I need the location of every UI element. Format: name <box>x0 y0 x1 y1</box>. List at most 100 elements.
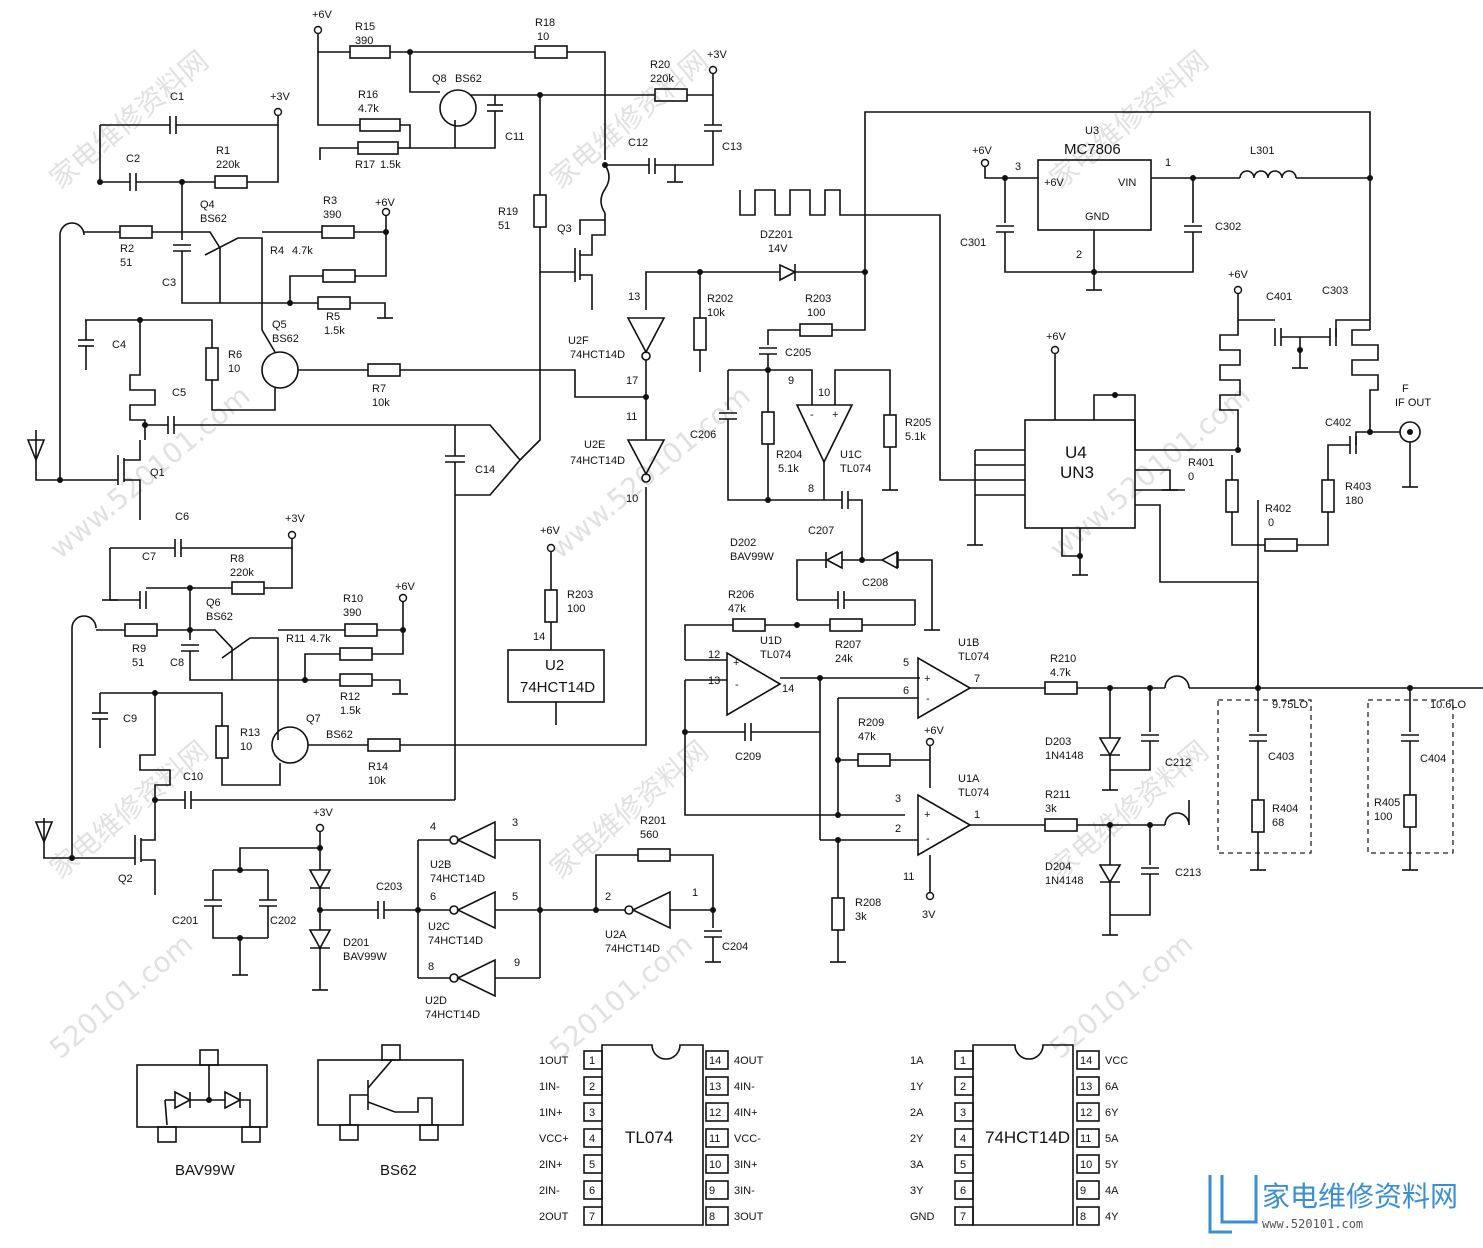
hct14-pin-label: 6Y <box>1105 1107 1119 1119</box>
svg-text:390: 390 <box>355 35 373 47</box>
svg-text:C303: C303 <box>1322 285 1348 297</box>
lo-outputs: R210 4.7k D203 1N4148 C212 R211 3k D2 <box>970 500 1483 936</box>
d202-c208: D202 BAV99W C208 <box>730 537 941 631</box>
svg-text:-: - <box>926 693 930 705</box>
svg-text:10k: 10k <box>372 397 390 409</box>
svg-text:BS62: BS62 <box>455 73 482 85</box>
lo975-box <box>1217 699 1312 854</box>
svg-text:+3V: +3V <box>313 807 334 819</box>
tl074-pin-box <box>583 1050 603 1070</box>
svg-text:BAV99W: BAV99W <box>730 551 774 563</box>
svg-text:TL074: TL074 <box>760 649 791 661</box>
resistor-r210 <box>1044 681 1078 695</box>
diode-d201-upper <box>308 869 332 890</box>
svg-text:R204: R204 <box>776 449 802 461</box>
tl074-pin-box <box>705 1154 729 1174</box>
tl074-pin-label: 4OUT <box>734 1055 764 1067</box>
package-bav99w: BAV99W <box>136 1049 268 1179</box>
svg-text:U1A: U1A <box>958 773 980 785</box>
svg-text:家电维修资料网: 家电维修资料网 <box>43 734 214 885</box>
svg-text:Q4: Q4 <box>200 199 215 211</box>
svg-text:+: + <box>832 409 838 421</box>
site-logo: 家电维修资料网 www.520101.com <box>1208 1175 1458 1234</box>
transistor-q6 <box>190 629 233 680</box>
svg-text:C302: C302 <box>1215 221 1241 233</box>
svg-text:R208: R208 <box>855 897 881 909</box>
svg-text:C209: C209 <box>735 751 761 763</box>
hct14-pin-label: 1Y <box>910 1081 924 1093</box>
svg-text:Q6: Q6 <box>206 597 221 609</box>
v-switch-section: +3V C6 C7 R8 220k R9 51 C8 Q6 BS62 <box>34 487 647 895</box>
tl074-pin-number: 12 <box>709 1107 721 1119</box>
svg-text:R402: R402 <box>1265 503 1291 515</box>
svg-text:3k: 3k <box>1045 803 1057 815</box>
svg-text:390: 390 <box>323 209 341 221</box>
svg-text:Q7: Q7 <box>306 713 321 725</box>
svg-text:TL074: TL074 <box>958 787 989 799</box>
svg-text:520101.com: 520101.com <box>43 927 199 1065</box>
svg-text:0: 0 <box>1188 471 1194 483</box>
hct14-pin-number: 3 <box>960 1107 966 1119</box>
svg-text:-: - <box>926 833 930 845</box>
svg-text:+3V: +3V <box>285 513 306 525</box>
svg-text:R10: R10 <box>343 593 363 605</box>
svg-text:10: 10 <box>818 387 830 399</box>
svg-text:17: 17 <box>626 375 638 387</box>
svg-text:-: - <box>735 679 739 691</box>
svg-text:C4: C4 <box>112 339 126 351</box>
resistor-r11 <box>339 647 373 661</box>
tl074-pin-label: 1IN+ <box>539 1107 563 1119</box>
hct14-pin-number: 14 <box>1080 1055 1092 1067</box>
svg-text:12: 12 <box>708 649 720 661</box>
hct14-pin-box <box>954 1128 974 1148</box>
hct14-pin-number: 10 <box>1080 1159 1092 1171</box>
svg-text:C402: C402 <box>1325 417 1351 429</box>
svg-text:C9: C9 <box>123 713 137 725</box>
tl074-pin-box <box>583 1076 603 1096</box>
tl074-pin-label: 2OUT <box>539 1211 569 1223</box>
svg-text:2: 2 <box>1076 249 1082 261</box>
svg-text:14: 14 <box>782 683 794 695</box>
svg-text:3V: 3V <box>922 909 936 921</box>
svg-text:R14: R14 <box>368 761 388 773</box>
svg-text:47k: 47k <box>728 603 746 615</box>
svg-text:+6V: +6V <box>375 197 396 209</box>
svg-text:8: 8 <box>808 483 814 495</box>
watermark: 家电维修资料网 家电维修资料网 家电维修资料网 www.520101.com w… <box>43 44 1256 1065</box>
svg-text:74HCT14D: 74HCT14D <box>570 455 625 467</box>
svg-text:3k: 3k <box>855 911 867 923</box>
hct14-pin-number: 1 <box>960 1055 966 1067</box>
svg-text:R20: R20 <box>650 59 670 71</box>
svg-text:10: 10 <box>626 493 638 505</box>
svg-text:3: 3 <box>512 817 518 829</box>
svg-text:100: 100 <box>567 603 585 615</box>
svg-text:51: 51 <box>498 220 510 232</box>
hct14-pin-box <box>1076 1128 1100 1148</box>
svg-text:R8: R8 <box>230 553 244 565</box>
svg-text:74HCT14D: 74HCT14D <box>425 1009 480 1021</box>
resistor-r207 <box>829 618 863 632</box>
svg-text:GND: GND <box>1085 211 1110 223</box>
svg-text:R16: R16 <box>358 89 378 101</box>
svg-text:F: F <box>1402 383 1409 395</box>
svg-text:IF OUT: IF OUT <box>1395 397 1431 409</box>
svg-text:R12: R12 <box>340 691 360 703</box>
svg-text:R201: R201 <box>640 815 666 827</box>
svg-text:9: 9 <box>514 957 520 969</box>
inverter-u2e <box>626 439 666 476</box>
svg-text:C301: C301 <box>960 237 986 249</box>
svg-text:家电维修资料网: 家电维修资料网 <box>43 44 214 195</box>
svg-text:7: 7 <box>974 673 980 685</box>
tl074-pin-box <box>583 1180 603 1200</box>
svg-text:家电维修资料网: 家电维修资料网 <box>1043 44 1214 195</box>
hct14-pin-box <box>954 1206 974 1226</box>
svg-text:R6: R6 <box>228 349 242 361</box>
svg-text:100: 100 <box>1374 811 1392 823</box>
svg-text:R404: R404 <box>1272 803 1298 815</box>
svg-text:BS62: BS62 <box>380 1162 417 1179</box>
resistor-r1 <box>214 175 248 189</box>
svg-text:4: 4 <box>430 821 436 833</box>
svg-text:D203: D203 <box>1045 736 1071 748</box>
svg-text:R207: R207 <box>835 639 861 651</box>
inverter-u2a <box>631 890 671 930</box>
